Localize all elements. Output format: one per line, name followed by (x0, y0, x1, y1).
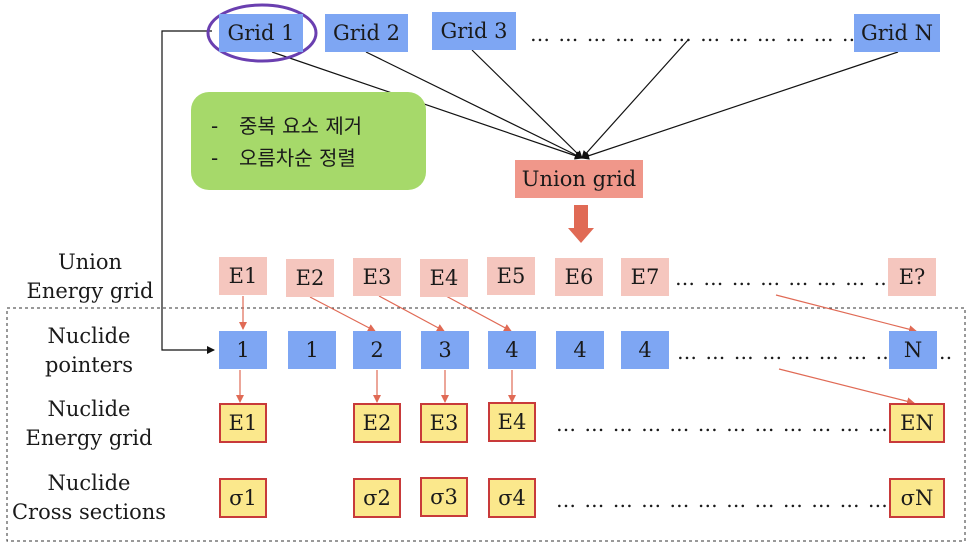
union-energy-e1: E1 (219, 257, 267, 295)
pointer-3: 2 (353, 331, 401, 369)
row-label-line: Union (57, 250, 123, 274)
cross-section-ellipsis: … … … … … … … … … … … … … … (556, 488, 946, 512)
row-label-line: Energy grid (26, 279, 154, 303)
note-item-text: 오름차순 정렬 (239, 146, 356, 170)
row-label-line: Energy grid (25, 426, 153, 450)
row-label-union-energy-grid: Union Energy grid (0, 248, 180, 306)
grid-1-arrow (271, 51, 583, 160)
pointer-5: 4 (488, 331, 536, 369)
row-label-line: Nuclide (47, 397, 131, 421)
grid-1-highlight (206, 3, 318, 63)
pointer-ellipsis: … … … … … … … … … … (677, 340, 954, 364)
grid-3-box: Grid 3 (432, 12, 516, 50)
pointer-2: 1 (288, 331, 336, 369)
nuclide-energy-ellipsis: … … … … … … … … … … … … … … (556, 412, 946, 436)
grid-2-box: Grid 2 (325, 14, 408, 52)
row-label-line: pointers (44, 353, 133, 377)
grid-2-arrow (365, 51, 583, 159)
union-energy-e5: E5 (487, 257, 535, 295)
nuclide-energy-e2: E2 (353, 403, 401, 443)
union-energy-e7: E7 (621, 258, 669, 296)
union-grid-down-arrow (568, 205, 594, 243)
processing-note: -중복 요소 제거 -오름차순 정렬 (191, 92, 426, 190)
pointer-6: 4 (556, 331, 604, 369)
e4-to-pointer (445, 295, 512, 332)
cross-section-n: σN (889, 478, 945, 518)
note-item-sort-ascending: -오름차순 정렬 (211, 142, 426, 174)
note-bullet: - (211, 114, 219, 138)
grid-1-to-pointers-connector (161, 30, 215, 354)
cross-section-2: σ2 (353, 478, 401, 518)
row-label-nuclide-pointers: Nuclide pointers (0, 322, 179, 380)
row-label-line: Cross sections (11, 500, 167, 524)
nuclide-energy-e1: E1 (219, 403, 267, 443)
grid-1-box: Grid 1 (219, 14, 303, 52)
note-item-remove-duplicates: -중복 요소 제거 (211, 110, 426, 142)
e2-to-pointer (309, 296, 376, 332)
nuclide-region-border (6, 307, 966, 542)
note-bullet: - (211, 146, 219, 170)
row-label-line: Nuclide (47, 324, 131, 348)
note-item-text: 중복 요소 제거 (239, 114, 363, 138)
edots-to-pointer-n (775, 294, 917, 334)
pointer-1: 1 (219, 331, 267, 369)
row-label-nuclide-energy-grid: Nuclide Energy grid (0, 395, 179, 453)
pointer-4: 3 (421, 331, 469, 369)
grid-n-arrow (581, 51, 899, 160)
union-energy-ellipsis: … … … … … … … … … (675, 266, 923, 290)
union-energy-e3: E3 (353, 258, 401, 296)
pointer-7: 4 (621, 331, 669, 369)
grid-3-arrow (471, 49, 583, 159)
row-label-line: Nuclide (47, 471, 131, 495)
nuclide-energy-e3: E3 (420, 403, 468, 443)
pdots-to-en (778, 368, 915, 406)
cross-section-3: σ3 (420, 477, 468, 517)
union-energy-e4: E4 (420, 259, 468, 297)
union-energy-last: E? (888, 258, 936, 296)
row-label-nuclide-cross-sections: Nuclide Cross sections (0, 469, 179, 527)
grid-n-box: Grid N (854, 14, 940, 52)
e3-to-pointer (378, 295, 445, 332)
nuclide-energy-e4: E4 (488, 402, 536, 442)
union-grid-box: Union grid (515, 160, 643, 198)
cross-section-4: σ4 (488, 478, 536, 518)
pointer-n: N (889, 331, 937, 369)
union-energy-e2: E2 (286, 259, 334, 297)
nuclide-energy-en: EN (889, 403, 945, 443)
middle-arrow (581, 39, 689, 159)
union-energy-e6: E6 (555, 258, 603, 296)
cross-section-1: σ1 (219, 478, 267, 518)
top-ellipsis: … … … … … … … … … … … … … … (530, 22, 920, 46)
